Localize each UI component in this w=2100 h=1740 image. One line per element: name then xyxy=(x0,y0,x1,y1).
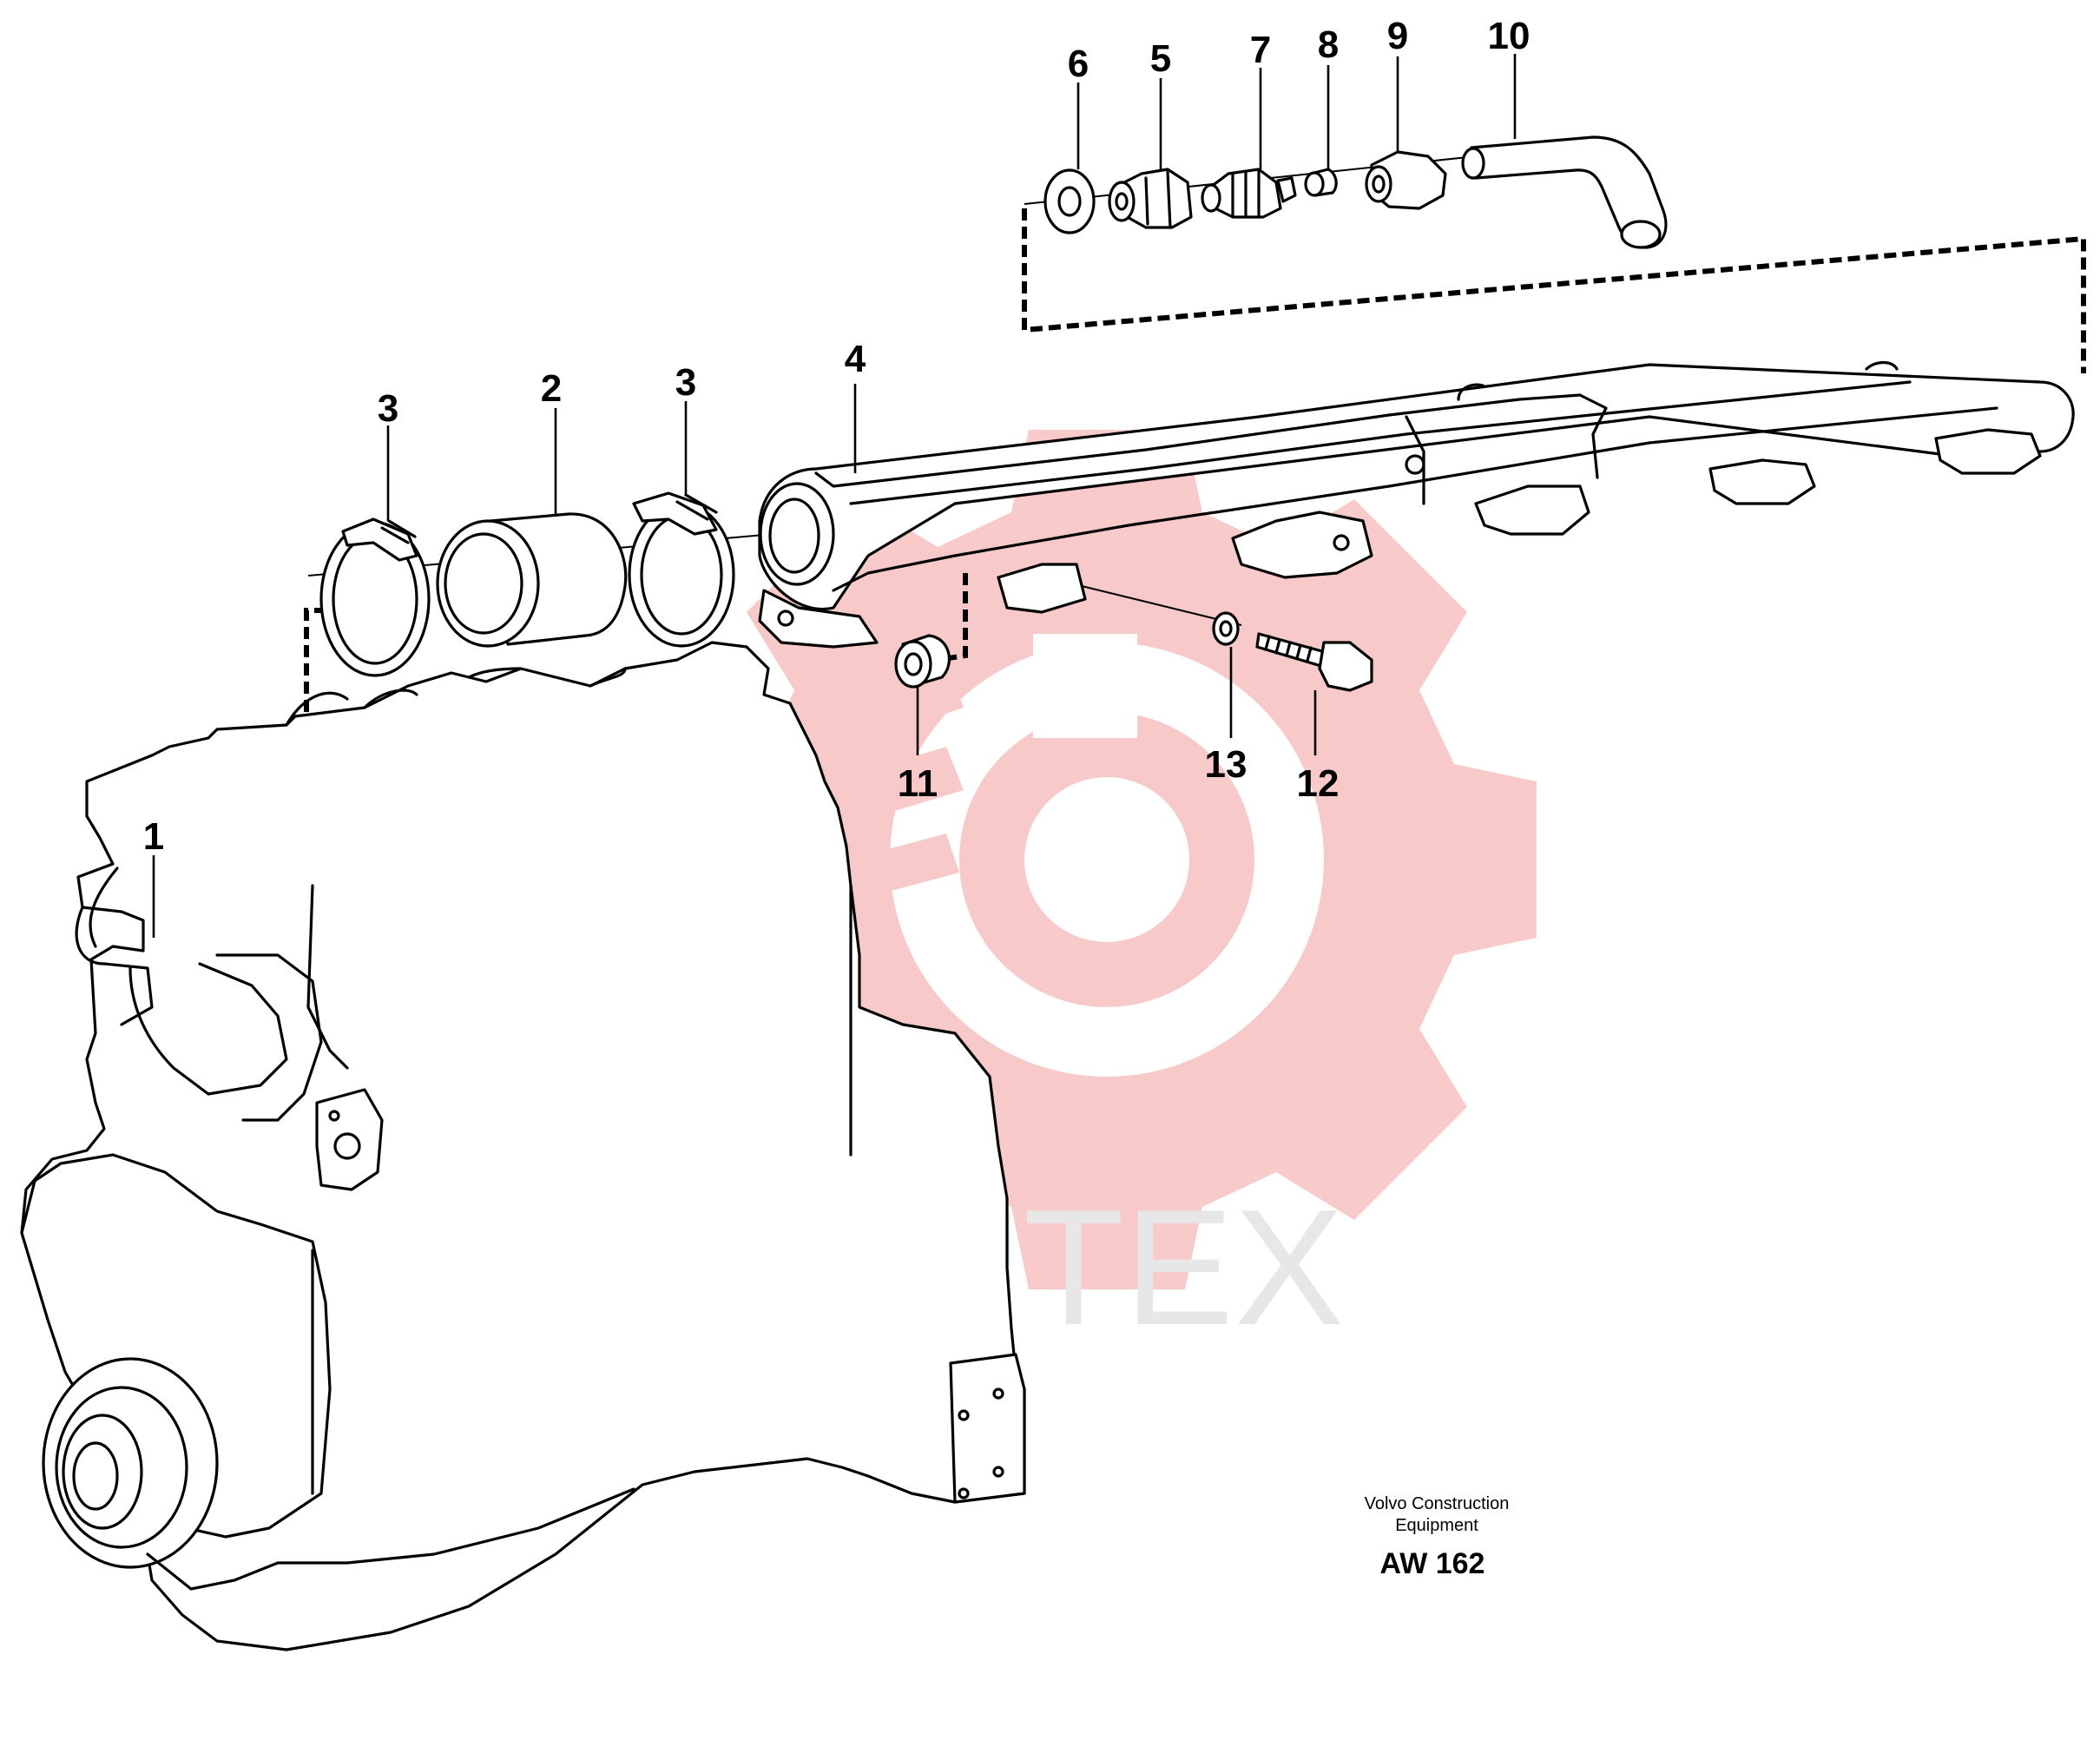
callout-5: 5 xyxy=(1150,37,1171,80)
leader-lines xyxy=(152,54,1517,938)
washer-small xyxy=(1212,611,1240,646)
footer-company-line1: Volvo Construction xyxy=(1365,1494,1510,1513)
callout-8: 8 xyxy=(1318,23,1339,66)
callout-7: 7 xyxy=(1250,29,1271,71)
callout-6: 6 xyxy=(1068,43,1089,85)
footer-drawing-code: AW 162 xyxy=(1380,1547,1485,1580)
callout-3-right: 3 xyxy=(675,361,696,404)
union-nipple xyxy=(1108,168,1193,229)
callout-12: 12 xyxy=(1297,762,1340,805)
callout-4: 4 xyxy=(845,338,866,380)
hose xyxy=(436,512,628,648)
small-ring xyxy=(1304,168,1338,197)
threaded-nipple xyxy=(1201,168,1297,219)
callout-11: 11 xyxy=(898,762,938,805)
bent-pipe xyxy=(1461,135,1668,249)
hose-clamp-left xyxy=(319,517,431,677)
callout-9: 9 xyxy=(1387,15,1408,57)
callout-10: 10 xyxy=(1488,15,1531,57)
coolant-pipe xyxy=(758,360,2075,649)
callout-1: 1 xyxy=(143,815,164,858)
sealing-washer xyxy=(1043,168,1096,234)
spacer-sleeve xyxy=(894,634,951,689)
callout-2: 2 xyxy=(541,367,562,410)
hex-nut xyxy=(1365,150,1447,210)
footer-company-line2: Equipment xyxy=(1395,1516,1478,1535)
callout-3-left: 3 xyxy=(378,387,398,430)
engine-block xyxy=(20,641,1026,1651)
alignment-line-top xyxy=(1022,208,2086,373)
bolt xyxy=(1255,632,1373,692)
callout-13: 13 xyxy=(1205,743,1247,786)
hose-clamp-right xyxy=(628,491,735,648)
